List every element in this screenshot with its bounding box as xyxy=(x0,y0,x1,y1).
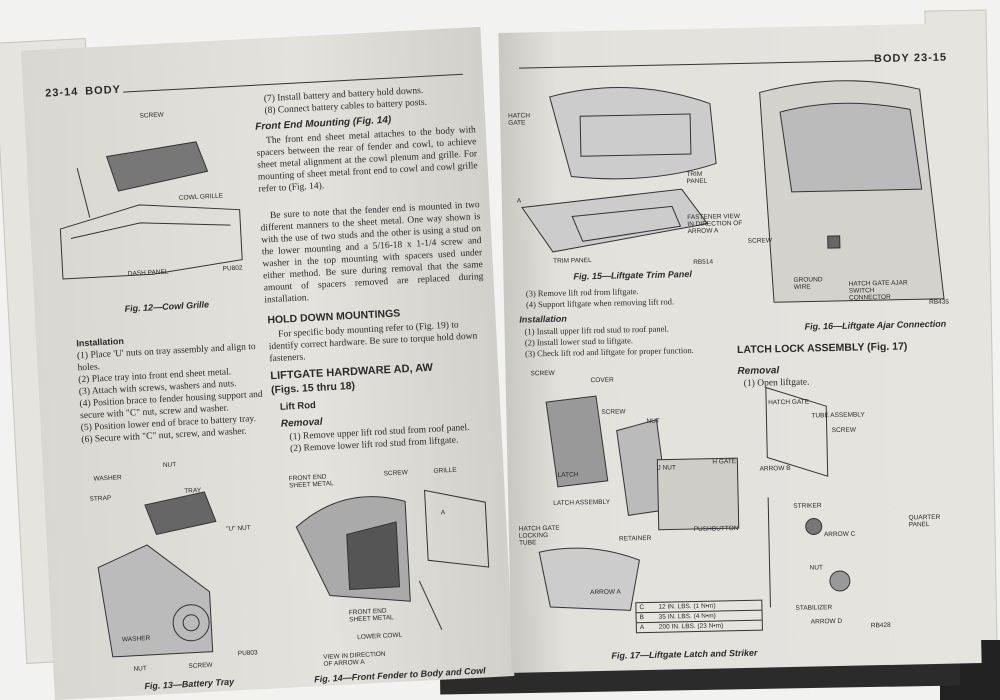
front-end-p2: Be sure to note that the fender end is m… xyxy=(260,200,484,306)
latch-heading: LATCH LOCK ASSEMBLY (Fig. 17) xyxy=(736,340,908,357)
fig-label: RB435 xyxy=(929,298,950,307)
fig-label: A xyxy=(440,509,446,517)
fig-label: STRIKER xyxy=(793,502,822,510)
fig-label: GRILLE xyxy=(433,466,457,475)
fig-label: J NUT xyxy=(657,464,676,472)
fig-label: HATCH GATE AJAR SWITCH CONNECTOR xyxy=(848,279,908,302)
fig-label: H GATE xyxy=(712,458,737,466)
fig-label: ARROW D xyxy=(810,617,843,626)
fig-label: RETAINER xyxy=(618,534,652,543)
fig-label: NUT xyxy=(646,417,660,425)
fig-label: SCREW xyxy=(530,369,555,378)
fig-label: HATCH GATE xyxy=(508,112,531,127)
fig-label: QUARTER PANEL xyxy=(908,513,941,529)
battery-steps: (7) Install battery and battery hold dow… xyxy=(263,85,428,117)
fig-label: TRIM PANEL xyxy=(686,170,708,186)
fig15-caption: Fig. 15—Liftgate Trim Panel xyxy=(573,268,692,282)
fig-label: COVER xyxy=(590,376,614,385)
fig-label: ARROW C xyxy=(823,530,856,539)
fig-label: TRIM PANEL xyxy=(553,257,592,265)
fig-label: LATCH xyxy=(557,471,579,479)
fig16-ajar-connection-illustration xyxy=(759,80,945,303)
fig15-trim-panel-illustration xyxy=(521,87,717,253)
fig-label: RB514 xyxy=(693,258,714,266)
fig14-front-fender-illustration xyxy=(295,489,490,630)
fig-label: VIEW IN DIRECTION OF ARROW A xyxy=(322,650,386,668)
fig-label: SCREW xyxy=(188,661,213,670)
fig16-caption: Fig. 16—Liftgate Ajar Connection xyxy=(804,318,947,332)
installation-heading: Installation xyxy=(519,313,567,325)
fig-label: SCREW xyxy=(139,111,164,120)
fig-label: ARROW B xyxy=(759,464,791,473)
removal-steps-continued: (3) Remove lift rod from liftgate.(4) Su… xyxy=(525,286,675,310)
fig-label: HATCH GATE xyxy=(768,398,810,407)
left-page: 23-14 BODY SCREW COWL GRILLE DASH PANEL … xyxy=(20,26,515,700)
fig-label: STRAP xyxy=(89,494,112,503)
fig-label: RB428 xyxy=(870,621,891,630)
fig-label: PU803 xyxy=(237,649,258,658)
front-end-p1: The front end sheet metal attaches to th… xyxy=(256,125,478,195)
fig-label: SCREW xyxy=(601,408,626,416)
lift-rod-heading: Lift Rod xyxy=(279,399,317,413)
page-number: 23-15 xyxy=(913,51,948,65)
fig-label: TRAY xyxy=(184,487,202,495)
fig-label: SCREW xyxy=(831,426,857,435)
fig-label: GROUND WIRE xyxy=(793,276,823,291)
fig-label: NUT xyxy=(133,665,148,673)
fig-label: NUT xyxy=(809,564,824,572)
fig13-caption: Fig. 13—Battery Tray xyxy=(144,676,235,692)
fig-label: SCREW xyxy=(383,469,408,478)
fig17-latch-striker-illustration xyxy=(538,386,851,611)
fig-label: A xyxy=(516,197,522,205)
page-number: 23-14 xyxy=(44,85,79,100)
section-title: BODY xyxy=(84,83,122,98)
hold-down-text: For specific body mounting refer to (Fig… xyxy=(268,320,478,365)
fig-label: HATCH GATE LOCKING TUBE xyxy=(518,524,560,547)
fig-label: SCREW xyxy=(747,237,773,245)
section-title: BODY xyxy=(873,52,910,66)
fig-label: NUT xyxy=(162,461,177,470)
fig-label: ARROW A xyxy=(590,588,621,597)
fig-label: WASHER xyxy=(93,474,122,483)
fig-label: PUSHBUTTON xyxy=(693,525,739,534)
installation-steps: (1) Install upper lift rod stud to roof … xyxy=(524,323,694,359)
fig17-caption: Fig. 17—Liftgate Latch and Striker xyxy=(611,647,758,661)
fig-label: WASHER xyxy=(121,634,151,644)
right-page: BODY 23-15 HATCH GATE A TRIM PANEL FASTE… xyxy=(498,23,982,673)
fig-label: FASTENER VIEW IN DIRECTION OF ARROW A xyxy=(687,212,743,236)
installation-steps: (1) Place 'U' nuts on tray assembly and … xyxy=(76,342,263,446)
fig-label: "U" NUT xyxy=(226,524,251,533)
liftgate-subheading: (Figs. 15 thru 18) xyxy=(270,379,356,397)
fig12-cowl-grille-illustration xyxy=(59,141,243,280)
installation-heading: Installation xyxy=(76,335,125,349)
fig13-battery-tray-illustration xyxy=(97,491,217,658)
fig-label: STABILIZER xyxy=(795,604,833,612)
fig-label: TUBE ASSEMBLY xyxy=(811,411,865,420)
fig-label: PU802 xyxy=(222,264,243,273)
removal-heading: Removal xyxy=(280,416,323,430)
fig-label: LATCH ASSEMBLY xyxy=(553,498,611,507)
